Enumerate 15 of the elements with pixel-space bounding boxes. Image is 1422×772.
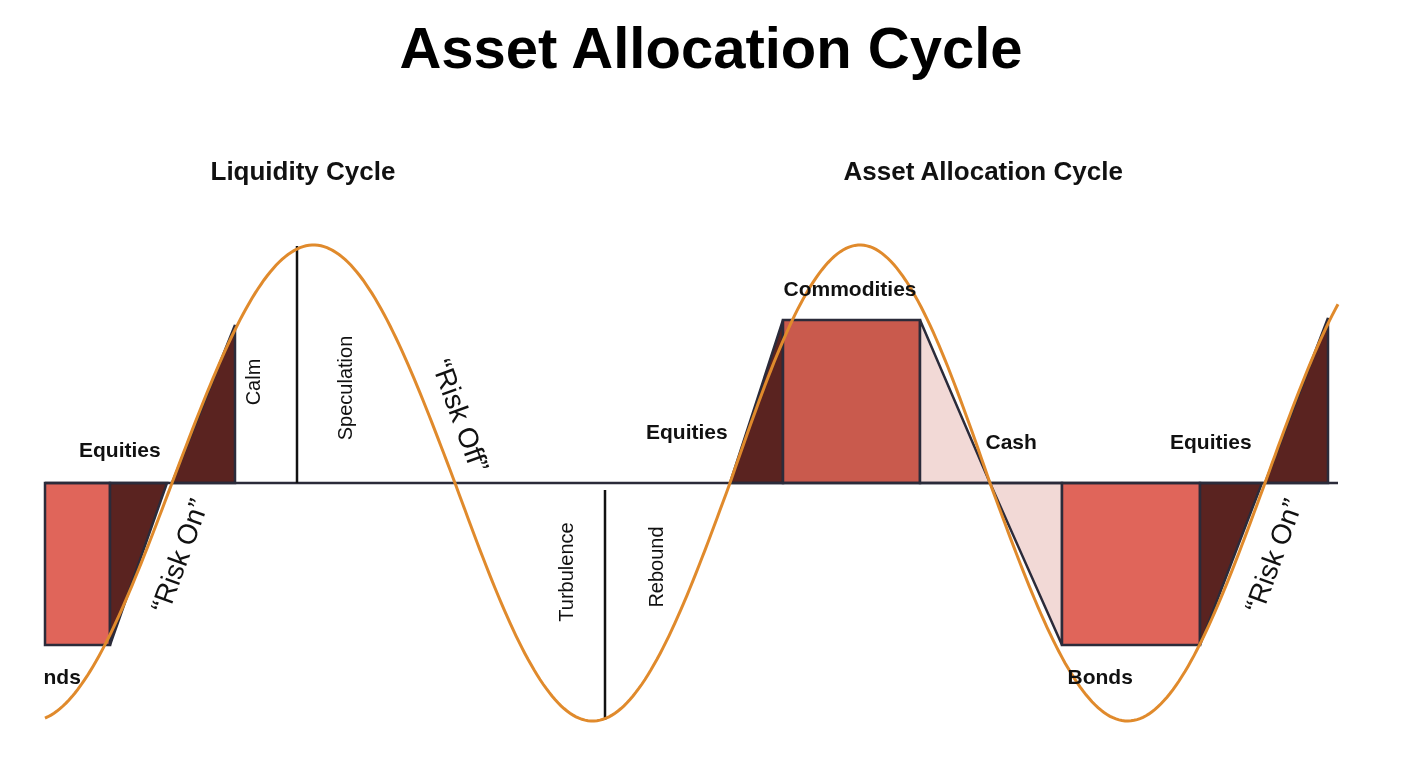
section-heading: Liquidity Cycle bbox=[210, 158, 396, 184]
phase-label: Speculation bbox=[334, 335, 355, 441]
phase-label: Turbulence bbox=[555, 522, 576, 622]
section-heading: Asset Allocation Cycle bbox=[843, 158, 1123, 184]
sentiment-label: “Risk Off” bbox=[426, 355, 494, 477]
sentiment-label: “Risk On” bbox=[1240, 495, 1308, 617]
asset-label: Equities bbox=[1170, 430, 1252, 452]
title: Asset Allocation Cycle bbox=[398, 14, 1024, 81]
asset-label: Equities bbox=[646, 420, 728, 442]
sentiment-label: “Risk On” bbox=[146, 495, 214, 617]
asset-label: Equities bbox=[79, 438, 161, 460]
asset-label: nds bbox=[43, 665, 81, 687]
asset-label: Cash bbox=[985, 430, 1037, 452]
phase-label: Rebound bbox=[645, 526, 666, 608]
phase-label: Calm bbox=[242, 358, 263, 406]
